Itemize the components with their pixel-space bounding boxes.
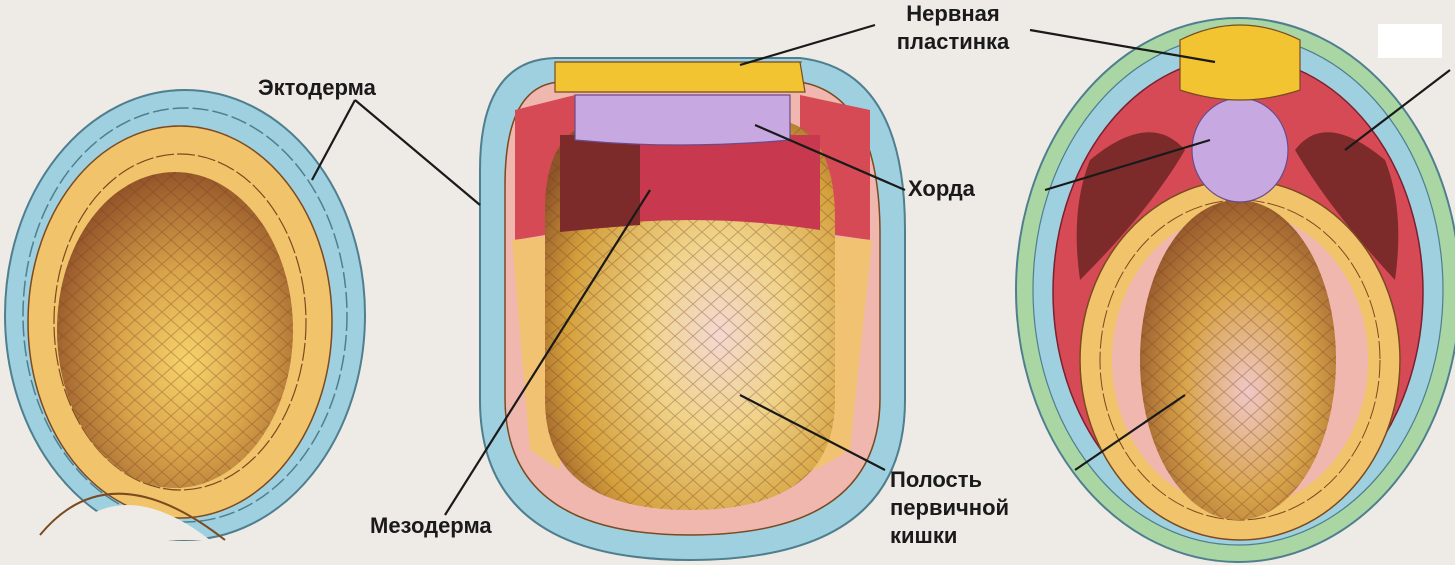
label-ectoderm: Эктодерма (258, 74, 376, 102)
label-notochord: Хорда (908, 175, 975, 203)
label-gut-line1: Полость (890, 466, 1009, 494)
label-gut-line2: первичной (890, 494, 1009, 522)
label-primary-gut-cavity: Полость первичной кишки (890, 466, 1009, 550)
label-neural-plate: Нервная пластинка (868, 0, 1038, 56)
embryo-late-gastrula-icon (1016, 18, 1455, 562)
embryo-early-gastrula-icon (5, 90, 365, 540)
label-neural-plate-line1: Нервная (868, 0, 1038, 28)
label-gut-line3: кишки (890, 522, 1009, 550)
embryo-mid-gastrula-icon (480, 58, 905, 560)
label-mesoderm: Мезодерма (370, 512, 492, 540)
label-neural-plate-line2: пластинка (868, 28, 1038, 56)
